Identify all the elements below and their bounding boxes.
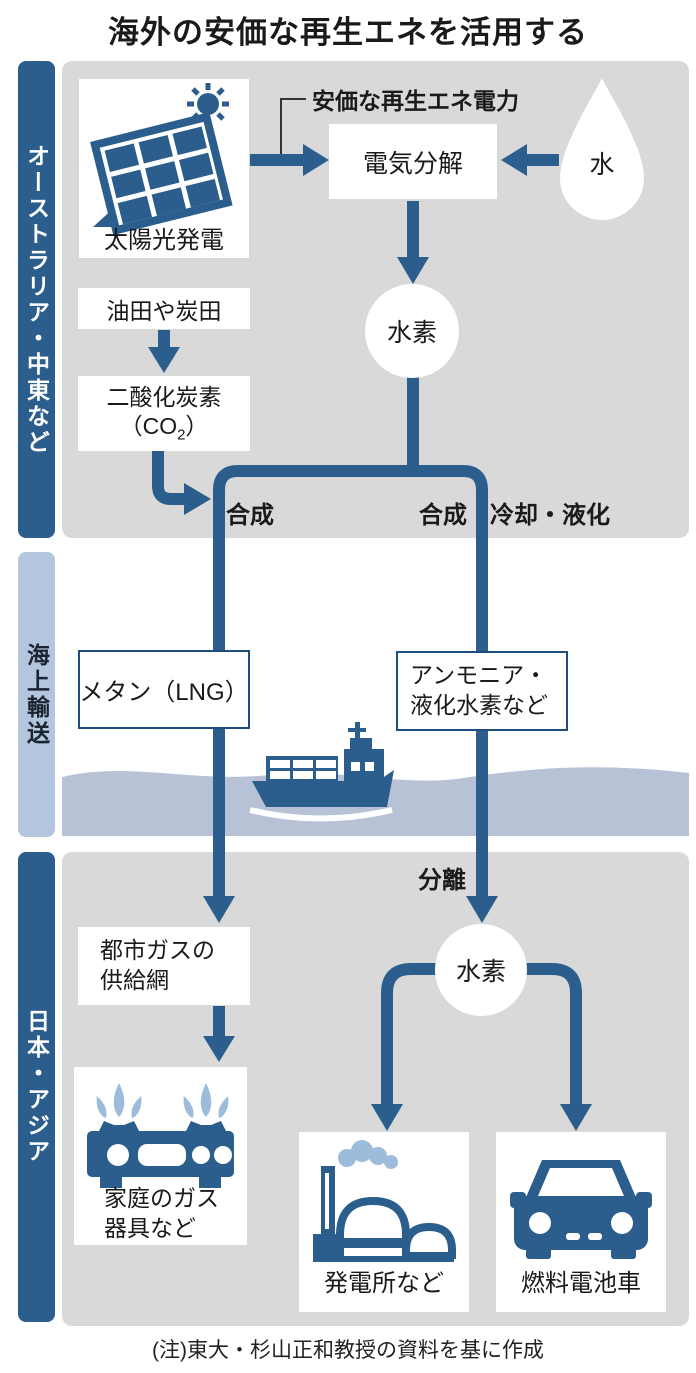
cooling-liquefaction-label: 冷却・液化 — [490, 501, 610, 529]
ship-icon — [249, 722, 394, 822]
power-plant-box — [299, 1132, 469, 1312]
ammonia-box — [396, 651, 568, 731]
smoke-icon — [338, 1140, 398, 1169]
car-icon — [510, 1160, 652, 1259]
oil-coal-field-label: 油田や炭田 — [106, 297, 222, 324]
water-label: 水 — [589, 151, 615, 179]
synthesis-right-label: 合成 — [419, 501, 467, 529]
callout-line — [280, 98, 306, 154]
power-plant-label: 発電所など — [324, 1269, 444, 1297]
sidebar-region-shipping-label: 海上輸送 — [23, 642, 50, 747]
arrow-citygas-to-home — [203, 1006, 235, 1062]
overseas-to-japan-lines — [203, 465, 498, 923]
electrolysis-label: 電気分解 — [362, 149, 463, 178]
synthesis-left-label: 合成 — [226, 501, 274, 529]
methane-label: メタン（LNG） — [79, 679, 249, 706]
flame-icon — [96, 1083, 229, 1119]
home-gas-box — [74, 1067, 247, 1245]
power-plant-icon — [313, 1140, 456, 1262]
hydrogen-overseas-label: 水素 — [386, 319, 437, 347]
stove-icon — [87, 1083, 234, 1188]
sidebar-region-overseas: オーストラリア・中東など — [18, 61, 55, 538]
separation-label: 分離 — [418, 866, 466, 894]
co2-box — [78, 376, 250, 451]
sidebar-region-overseas-label: オーストラリア・中東など — [23, 143, 50, 456]
fuel-cell-vehicle-label: 燃料電池車 — [521, 1269, 641, 1297]
ammonia-label: アンモニア・液化水素など — [410, 662, 548, 718]
arrow-water-to-electrolysis — [501, 144, 559, 176]
co2-label: 二酸化炭素 （CO2） — [106, 383, 222, 444]
arrow-oilfield-to-co2 — [148, 330, 180, 373]
city-gas-box — [78, 927, 250, 1005]
arrow-co2-to-synthesis — [152, 450, 211, 515]
sidebar-region-japan: 日本・アジア — [18, 852, 55, 1322]
fuel-cell-vehicle-box — [496, 1132, 666, 1312]
oil-coal-field-box — [78, 288, 250, 329]
arrow-electrolysis-to-hydrogen — [397, 201, 429, 284]
source-note: (注)東大・杉山正和教授の資料を基に作成 — [152, 1339, 544, 1362]
solar-pv-label: 太陽光発電 — [104, 226, 224, 254]
cheap-power-label: 安価な再生エネ電力 — [312, 88, 519, 114]
home-gas-label: 家庭のガス器具など — [104, 1185, 219, 1241]
city-gas-label: 都市ガスの供給網 — [100, 937, 215, 993]
methane-box — [78, 650, 250, 729]
solar-panel-icon — [90, 83, 233, 236]
water-drop-icon — [560, 78, 644, 220]
sidebar-region-japan-label: 日本・アジア — [23, 1009, 50, 1165]
electrolysis-box — [329, 124, 497, 199]
hydrogen-japan-label: 水素 — [455, 958, 506, 986]
hydrogen-circle-overseas — [365, 284, 459, 378]
sidebar-region-shipping: 海上輸送 — [18, 552, 55, 837]
arrow-solar-to-electrolysis — [250, 144, 329, 176]
solar-pv-box — [79, 79, 249, 258]
hydrogen-circle-japan — [435, 924, 527, 1016]
page-title: 海外の安価な再生エネを活用する — [108, 14, 588, 50]
